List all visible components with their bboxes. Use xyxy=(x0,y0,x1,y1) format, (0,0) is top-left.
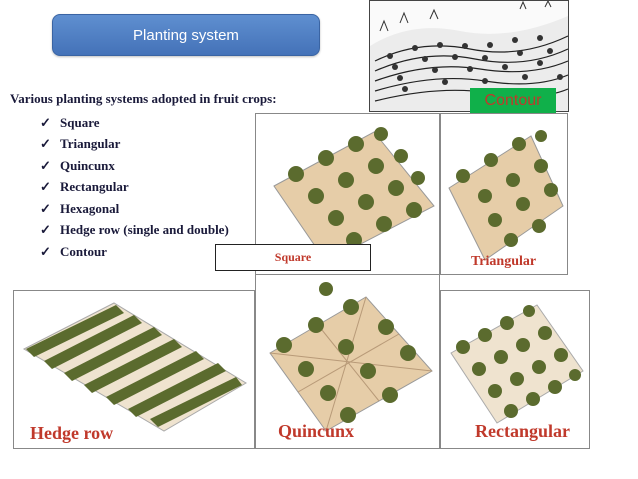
check-mark-icon: ✓ xyxy=(40,136,51,152)
check-mark-icon: ✓ xyxy=(40,200,51,216)
list-item-label: Contour xyxy=(60,243,107,259)
check-mark-icon: ✓ xyxy=(40,243,51,259)
list-item-label: Rectangular xyxy=(60,179,129,195)
contour-sketch xyxy=(369,0,569,112)
list-item-label: Hedge row (single and double) xyxy=(60,222,229,238)
rectangular-label: Rectangular xyxy=(475,421,570,441)
list-item-label: Quincunx xyxy=(60,157,115,173)
triangular-label: Triangular xyxy=(471,254,537,269)
list-item-label: Hexagonal xyxy=(60,200,120,216)
list-item: ✓ Rectangular xyxy=(40,177,229,199)
list-item-label: Square xyxy=(60,114,100,130)
slide-title: Planting system xyxy=(52,14,320,56)
list-item: ✓ Hexagonal xyxy=(40,198,229,220)
planting-systems-list: ✓ Square ✓ Triangular ✓ Quincunx ✓ Rectangul… xyxy=(40,112,229,263)
list-item: ✓ Contour xyxy=(40,241,229,263)
intro-text: Various planting systems adopted in frui… xyxy=(10,91,277,106)
square-label: Square xyxy=(215,244,371,271)
list-item: ✓ Hedge row (single and double) xyxy=(40,220,229,242)
list-item: ✓ Square xyxy=(40,112,229,134)
contour-label: Contour xyxy=(470,88,556,114)
quincunx-figure: Quincunx xyxy=(255,274,440,449)
check-mark-icon: ✓ xyxy=(40,157,51,173)
rectangular-figure: Rectangular xyxy=(440,290,590,449)
check-mark-icon: ✓ xyxy=(40,114,51,130)
hedge-row-label: Hedge row xyxy=(30,423,114,443)
check-mark-icon: ✓ xyxy=(40,179,51,195)
list-item: ✓ Quincunx xyxy=(40,155,229,177)
list-item-label: Triangular xyxy=(60,136,121,152)
check-mark-icon: ✓ xyxy=(40,222,51,238)
list-item: ✓ Triangular xyxy=(40,134,229,156)
hedge-row-figure: Hedge row xyxy=(13,290,255,449)
square-figure xyxy=(255,113,440,275)
quincunx-label: Quincunx xyxy=(278,421,355,441)
triangular-figure: Triangular xyxy=(440,113,568,275)
